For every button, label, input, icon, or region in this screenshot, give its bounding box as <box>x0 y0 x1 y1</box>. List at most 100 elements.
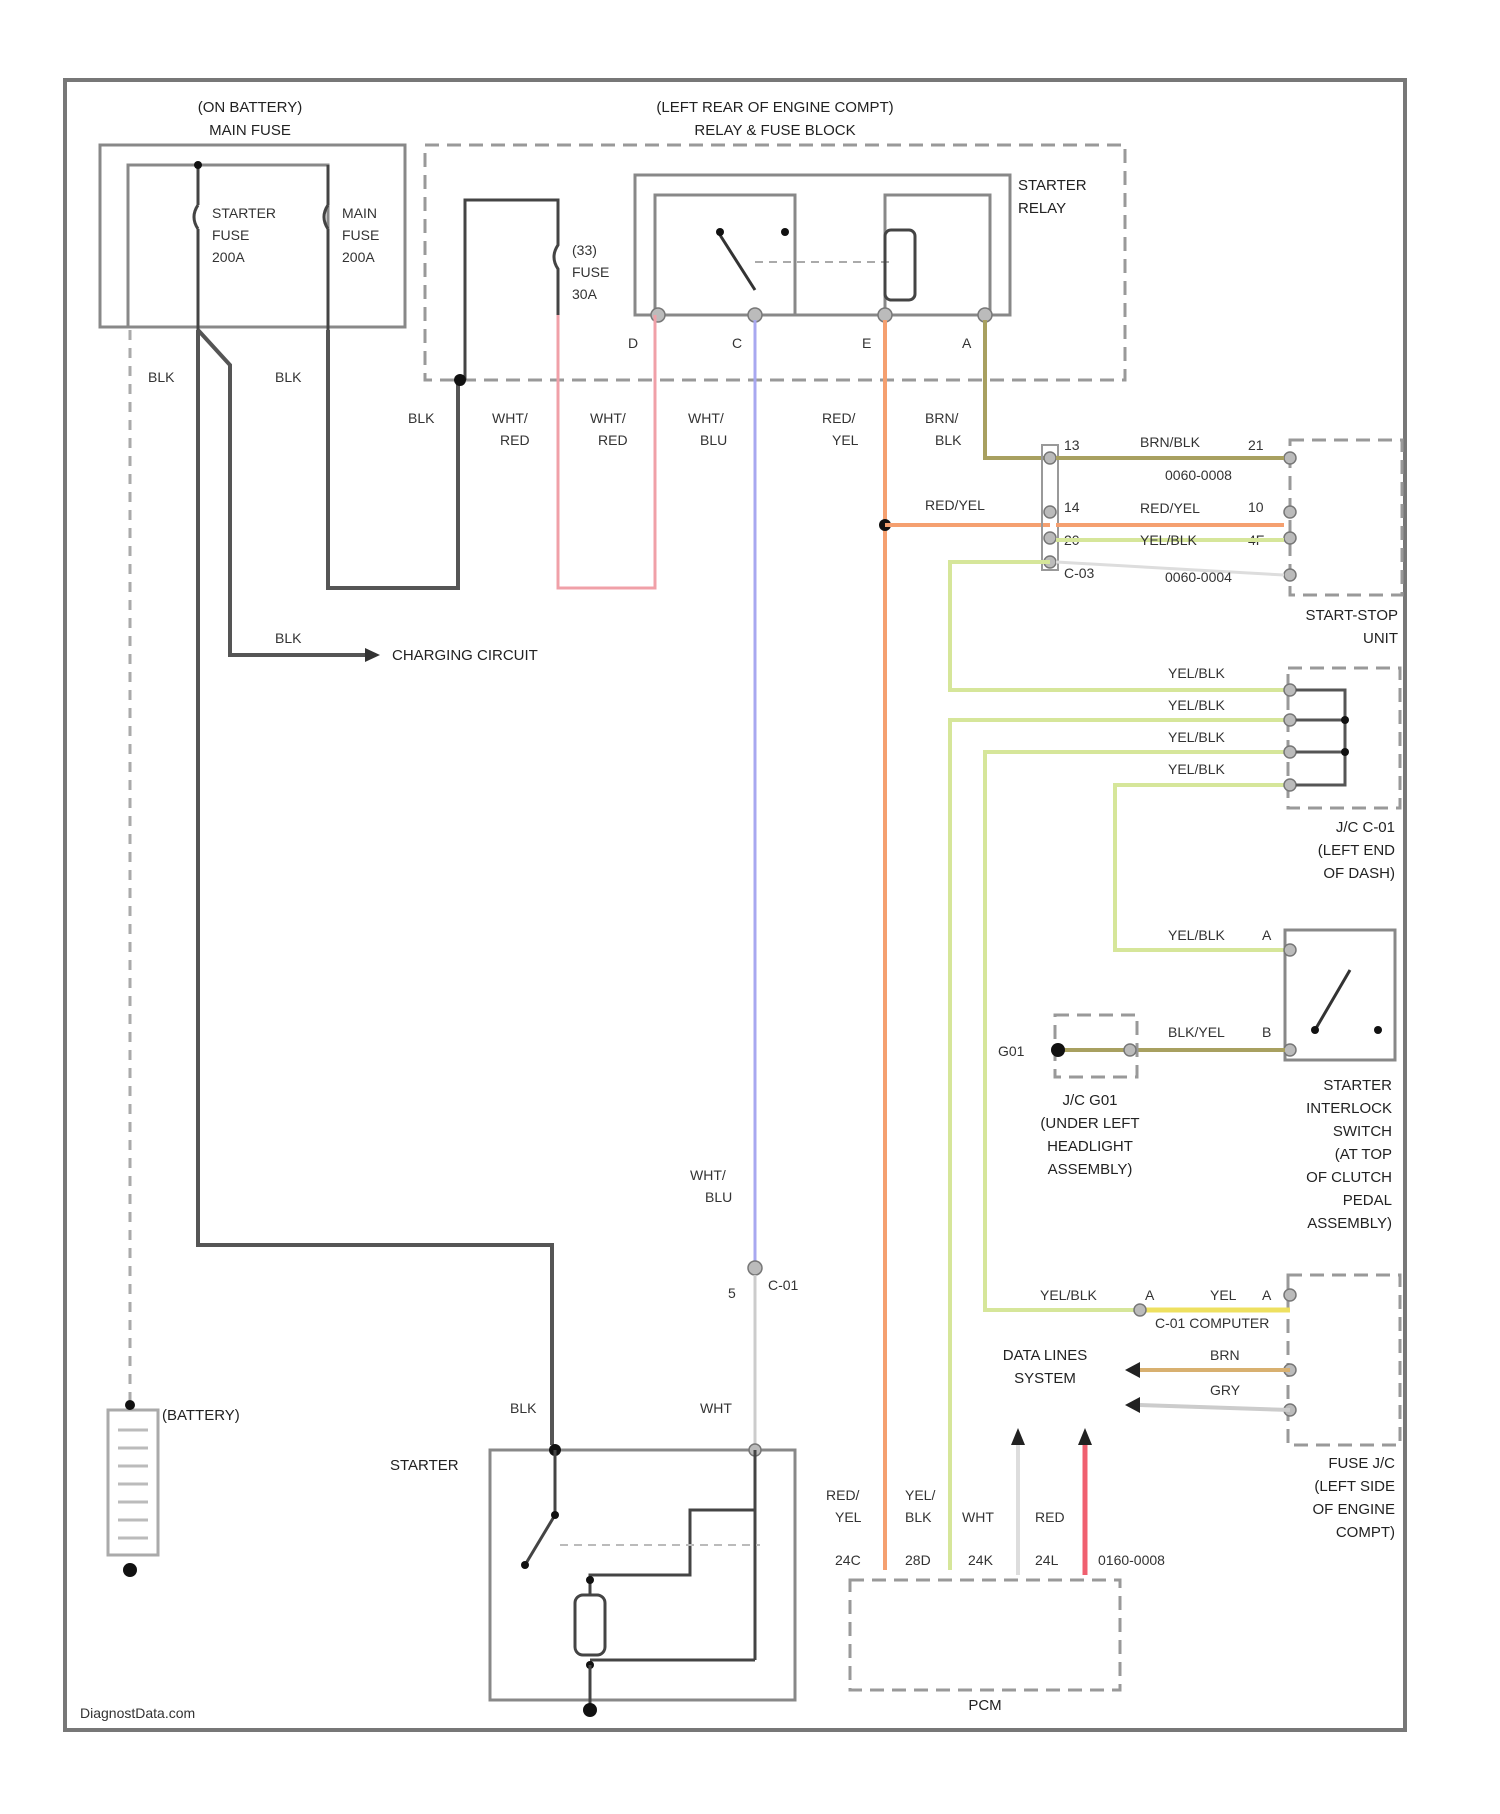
interlock-label-7: ASSEMBLY) <box>1307 1215 1392 1232</box>
fuse-33-symbol <box>465 200 558 580</box>
charging-circuit-label: CHARGING CIRCUIT <box>392 647 538 664</box>
interlock-label-1: STARTER <box>1323 1077 1392 1094</box>
data-lines-label-1: DATA LINES <box>1003 1347 1087 1364</box>
battery-label: (BATTERY) <box>162 1407 240 1424</box>
starter-ground-icon <box>583 1703 597 1717</box>
starter-motor: STARTER <box>390 1444 795 1717</box>
ss-connector-0060-0004: 0060-0004 <box>1165 569 1232 585</box>
fuse-33-amp: 30A <box>572 286 598 302</box>
wire-blk-main <box>328 330 458 588</box>
wire-label-yel-blk-a: YEL/BLK <box>1168 665 1225 681</box>
wire-label-yel-blk-fuse: YEL/BLK <box>1040 1287 1097 1303</box>
pcm-module: PCM 0160-0008 RED/ YEL YEL/ BLK WHT RED … <box>826 1428 1165 1714</box>
junction-connector-g01: G01 J/C G01 (UNDER LEFT HEADLIGHT ASSEMB… <box>998 1015 1140 1178</box>
jc-c01-label-1: J/C C-01 <box>1336 819 1395 836</box>
pcm-wire-red-yel-1: RED/ <box>826 1487 860 1503</box>
main-fuse-amp: 200A <box>342 249 375 265</box>
c01-label: C-01 <box>768 1277 799 1293</box>
wire-label-yel-blk-b: YEL/BLK <box>1168 697 1225 713</box>
interlock-label-2: INTERLOCK <box>1306 1100 1392 1117</box>
relay-pin-d: D <box>628 335 638 351</box>
pcm-wire-red: RED <box>1035 1509 1065 1525</box>
wire-label-yel-blk-d: YEL/BLK <box>1168 761 1225 777</box>
relay-block-subtitle: RELAY & FUSE BLOCK <box>694 122 855 139</box>
wire-label-brn-blk-ss: BRN/BLK <box>1140 434 1201 450</box>
main-fuse-symbol <box>324 165 328 330</box>
wire-gry-data <box>1140 1405 1290 1410</box>
ss-left-pin-14: 14 <box>1064 499 1080 515</box>
starter-motor-icon <box>575 1595 605 1655</box>
starter-fuse-word: FUSE <box>212 227 249 243</box>
wire-label-wht-red-b1: WHT/ <box>590 410 626 426</box>
interlock-label-4: (AT TOP <box>1335 1146 1392 1163</box>
wire-label-red-yel-1: RED/ <box>822 410 856 426</box>
start-stop-unit: START-STOP UNIT 13 14 20 C-03 21 10 4F B… <box>1042 434 1402 647</box>
wire-label-blk-yel: BLK/YEL <box>1168 1024 1225 1040</box>
start-stop-unit-label-2: UNIT <box>1363 630 1398 647</box>
pcm-pin-3: 24K <box>968 1552 994 1568</box>
starter-label: STARTER <box>390 1457 459 1474</box>
interlock-pin-b: B <box>1262 1024 1271 1040</box>
fuse-jc-pin-a: A <box>1145 1287 1155 1303</box>
fuse-33-word: FUSE <box>572 264 609 280</box>
relay-switch-contact <box>720 235 755 290</box>
relay-pin-c: C <box>732 335 742 351</box>
pcm-wire-yel-blk-2: BLK <box>905 1509 932 1525</box>
wire-label-wht-blu-1: WHT/ <box>688 410 724 426</box>
main-fuse-box-title: (ON BATTERY) <box>198 99 302 116</box>
relay-pin-a: A <box>962 335 972 351</box>
wire-label-yel-blk-c: YEL/BLK <box>1168 729 1225 745</box>
wire-label-wht-blu-2: BLU <box>700 432 727 448</box>
wire-label-yel-blk-switch: YEL/BLK <box>1168 927 1225 943</box>
watermark: DiagnostData.com <box>80 1705 195 1721</box>
pcm-pin-2: 28D <box>905 1552 931 1568</box>
wire-label-blk-1: BLK <box>148 369 175 385</box>
relay-fuse-block: (LEFT REAR OF ENGINE COMPT) RELAY & FUSE… <box>425 99 1125 580</box>
jc-g01-label-1: J/C G01 <box>1062 1092 1117 1109</box>
main-fuse-box: (ON BATTERY) MAIN FUSE STARTER FUSE 200A… <box>100 99 405 330</box>
wire-yel-blk-3 <box>985 752 1285 1310</box>
wire-label-wht-blu-3: WHT/ <box>690 1167 726 1183</box>
starter-interlock-switch: YEL/BLK A BLK/YEL B STARTER INTERLOCK SW… <box>1168 927 1395 1232</box>
wire-label-wht-red-a1: WHT/ <box>492 410 528 426</box>
wire-wht-red <box>558 315 655 588</box>
ss-connector-0060-0008: 0060-0008 <box>1165 467 1232 483</box>
junction-connector-c01: J/C C-01 (LEFT END OF DASH) <box>1284 668 1400 882</box>
wire-label-blk-3: BLK <box>408 410 435 426</box>
wire-yel-blk-1 <box>950 562 1285 690</box>
relay-coil-icon <box>885 230 915 300</box>
wire-label-red-yel-branch: RED/YEL <box>925 497 985 513</box>
starter-fuse-label: STARTER <box>212 205 276 221</box>
relay-block-title: (LEFT REAR OF ENGINE COMPT) <box>656 99 893 116</box>
pcm-pin-4: 24L <box>1035 1552 1059 1568</box>
wire-label-wht-blu-4: BLU <box>705 1189 732 1205</box>
wire-label-yel-fuse: YEL <box>1210 1287 1237 1303</box>
jc-c01-label-3: OF DASH) <box>1323 865 1395 882</box>
starter-fuse-symbol <box>194 165 198 330</box>
fuse-jc-label-4: COMPT) <box>1336 1524 1395 1541</box>
starter-relay-label-1: STARTER <box>1018 177 1087 194</box>
wire-label-red-yel-ss: RED/YEL <box>1140 500 1200 516</box>
main-fuse-word: FUSE <box>342 227 379 243</box>
interlock-label-6: PEDAL <box>1343 1192 1392 1209</box>
wire-label-brn-blk-1: BRN/ <box>925 410 959 426</box>
pcm-connector-label: 0160-0008 <box>1098 1552 1165 1568</box>
jc-g01-label-2: (UNDER LEFT <box>1040 1115 1139 1132</box>
pcm-pin-1: 24C <box>835 1552 861 1568</box>
battery: (BATTERY) <box>108 1400 240 1577</box>
wire-label-brn-blk-2: BLK <box>935 432 962 448</box>
wire-label-blk-charging: BLK <box>275 630 302 646</box>
fuse-jc-label-2: (LEFT SIDE <box>1314 1478 1395 1495</box>
wire-label-brn: BRN <box>1210 1347 1240 1363</box>
pcm-label: PCM <box>968 1697 1001 1714</box>
main-fuse-label: MAIN <box>342 205 377 221</box>
jc-c01-label-2: (LEFT END <box>1318 842 1395 859</box>
wire-label-wht-starter: WHT <box>700 1400 732 1416</box>
fuse-jc-label-1: FUSE J/C <box>1328 1455 1395 1472</box>
starter-fuse-amp: 200A <box>212 249 245 265</box>
start-stop-unit-label-1: START-STOP <box>1305 607 1398 624</box>
wire-brn-blk <box>985 320 1050 458</box>
interlock-pin-a: A <box>1262 927 1272 943</box>
pcm-wire-yel-blk-1: YEL/ <box>905 1487 935 1503</box>
